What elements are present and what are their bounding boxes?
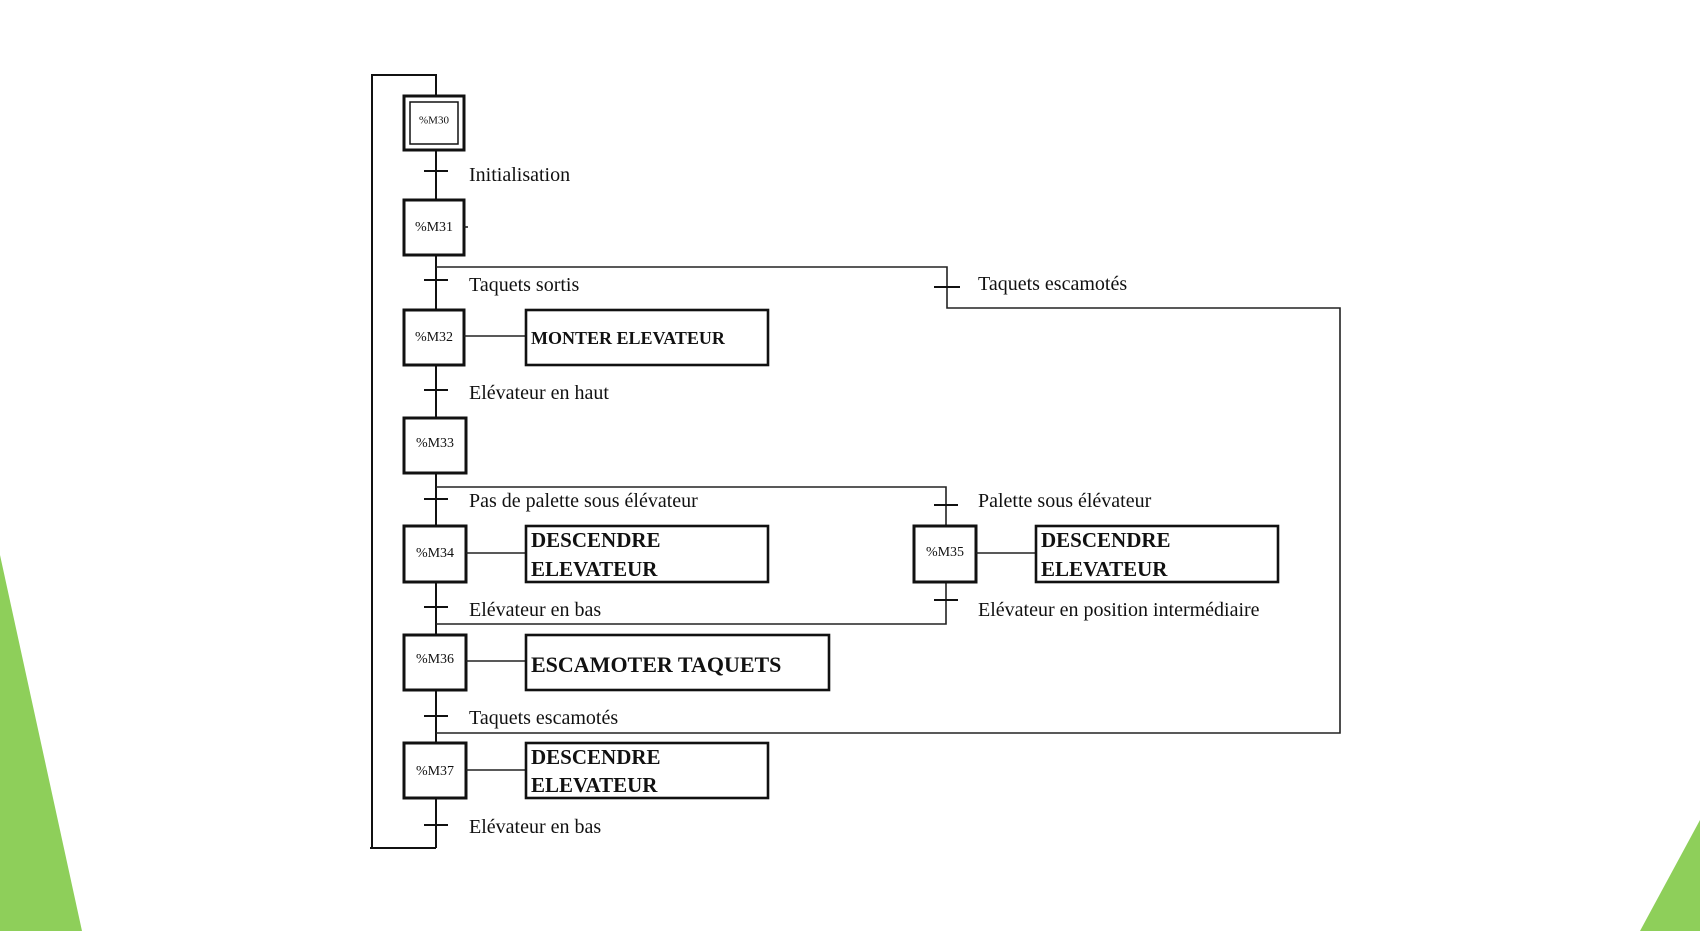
step-label: %M33: [416, 436, 454, 451]
condition-taquets-sortis: Taquets sortis: [469, 274, 579, 296]
step-label: %M30: [419, 115, 449, 127]
right-green-triangle: [1640, 820, 1700, 931]
condition-elevateur-intermediaire: Elévateur en position intermédiaire: [978, 599, 1260, 621]
step-label: %M31: [415, 220, 453, 235]
action-box-m36: [524, 633, 831, 692]
condition-taquets-escamotes-branch: Taquets escamotés: [978, 273, 1127, 295]
action-label-line1: DESCENDRE: [1041, 528, 1171, 552]
branch-skip-path: [436, 266, 1341, 734]
condition-elevateur-en-bas-2: Elévateur en bas: [469, 816, 601, 838]
action-label: MONTER ELEVATEUR: [531, 328, 726, 348]
condition-initialisation: Initialisation: [469, 164, 570, 186]
step-label: %M36: [416, 652, 454, 667]
condition-pas-de-palette: Pas de palette sous élévateur: [469, 490, 698, 512]
condition-elevateur-en-bas-1: Elévateur en bas: [469, 599, 601, 621]
action-label-line1: DESCENDRE: [531, 745, 661, 769]
action-box-m37: [524, 741, 770, 800]
action-label-line2: ELEVATEUR: [531, 557, 658, 581]
transition-bars: [424, 170, 960, 826]
step-m33: %M33: [402, 416, 468, 475]
action-box-m35: [1034, 524, 1280, 584]
condition-palette-sous-elevateur: Palette sous élévateur: [978, 490, 1152, 512]
step-m34: %M34 DESCENDRE ELEVATEUR: [402, 524, 770, 584]
step-label: %M35: [926, 545, 964, 560]
action-label-line2: ELEVATEUR: [1041, 557, 1168, 581]
action-label-line1: DESCENDRE: [531, 528, 661, 552]
step-m31: %M31: [402, 198, 468, 257]
step-label: %M34: [416, 546, 454, 561]
condition-taquets-escamotes: Taquets escamotés: [469, 707, 618, 729]
action-box-m32: [524, 308, 770, 367]
action-box-m34: [524, 524, 770, 584]
action-label-line2: ELEVATEUR: [531, 773, 658, 797]
condition-elevateur-en-haut: Elévateur en haut: [469, 382, 609, 404]
step-m35: %M35 DESCENDRE ELEVATEUR: [912, 524, 1280, 584]
step-m32: %M32 MONTER ELEVATEUR: [402, 308, 770, 367]
step-m36: %M36 ESCAMOTER TAQUETS: [402, 633, 831, 692]
step-label: %M37: [416, 764, 454, 779]
step-label: %M32: [415, 330, 453, 345]
step-m30: %M30: [402, 94, 466, 152]
step-m37: %M37 DESCENDRE ELEVATEUR: [402, 741, 770, 800]
left-green-triangle: [0, 555, 82, 931]
branch-m35-path: [436, 486, 947, 625]
action-label: ESCAMOTER TAQUETS: [531, 652, 781, 677]
